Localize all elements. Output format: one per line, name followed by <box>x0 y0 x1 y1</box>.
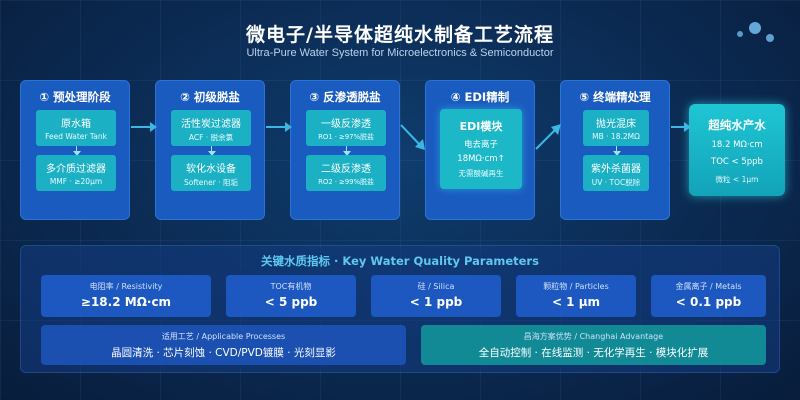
metric-label: TOC有机物 <box>270 282 312 291</box>
quality-parameters-panel: 关键水质指标 · Key Water Quality Parameters 电阻… <box>20 245 780 373</box>
info-value: 全自动控制 · 在线监测 · 无化学再生 · 模块化扩展 <box>478 347 709 359</box>
process-box-mixed-bed: 抛光混床 MB · 18.2MΩ <box>583 110 649 146</box>
stage-title: ④ EDI精制 <box>450 90 510 104</box>
box-label: 紫外杀菌器 <box>591 164 641 175</box>
process-box-mmf: 多介质过滤器 MMF · ≥20μm <box>36 155 116 191</box>
connector-line <box>211 146 212 154</box>
advantage-box: 昌海方案优势 / Changhai Advantage 全自动控制 · 在线监测… <box>421 325 766 365</box>
metric-value: < 1 ppb <box>409 295 463 309</box>
box-label: 二级反渗透 <box>321 164 371 175</box>
metric-value: < 5 ppb <box>264 295 318 309</box>
box-sublabel: MB · 18.2MΩ <box>592 132 640 141</box>
arrow-right-icon <box>266 122 292 132</box>
arrow-right-icon <box>671 122 691 132</box>
stage-final-polishing: ⑤ 终端精处理 抛光混床 MB · 18.2MΩ 紫外杀菌器 UV · TOC脱… <box>560 80 670 220</box>
arrow-down-icon <box>208 151 216 156</box>
box-sublabel: ACF · 脱余氯 <box>188 133 234 142</box>
metric-label: 硅 / Silica <box>417 282 455 291</box>
info-value: 晶圆清洗 · 芯片刻蚀 · CVD/PVD镀膜 · 光刻显影 <box>111 347 336 359</box>
page-subtitle: Ultra-Pure Water System for Microelectro… <box>246 47 554 59</box>
box-line: 微粒 < 1μm <box>715 175 759 184</box>
box-sublabel: RO1 · ≥97%脱盐 <box>318 133 374 141</box>
info-label: 昌海方案优势 / Changhai Advantage <box>523 332 664 341</box>
stage-title: ③ 反渗透脱盐 <box>309 90 381 104</box>
arrow-down-icon <box>613 151 621 156</box>
box-label: 活性炭过滤器 <box>181 119 241 130</box>
dot-icon <box>737 31 743 37</box>
metric-label: 电阻率 / Resistivity <box>89 282 163 291</box>
box-line: TOC < 5ppb <box>711 157 763 167</box>
box-label: 一级反渗透 <box>321 119 371 130</box>
process-box-softener: 软化水设备 Softener · 阻垢 <box>171 155 251 191</box>
arrow-down-icon <box>343 151 351 156</box>
box-sublabel: Softener · 阻垢 <box>183 178 239 187</box>
box-label: 多介质过滤器 <box>46 164 106 175</box>
dot-icon <box>766 34 774 42</box>
panel-title: 关键水质指标 · Key Water Quality Parameters <box>261 254 539 268</box>
box-line: 电去离子 <box>463 140 498 150</box>
box-label: 超纯水产水 <box>708 118 766 132</box>
box-line: 18MΩ·cm↑ <box>457 154 505 164</box>
arrow-right-icon <box>131 122 157 132</box>
stage-title: ⑤ 终端精处理 <box>579 90 651 104</box>
box-sublabel: Feed Water Tank <box>45 132 107 141</box>
box-sublabel: UV · TOC脱除 <box>591 178 641 187</box>
stage-edi: ④ EDI精制 EDI模块 电去离子 18MΩ·cm↑ 无需酸碱再生 <box>425 80 535 220</box>
arrow-diagonal-up-icon <box>535 124 561 150</box>
metric-silica: 硅 / Silica < 1 ppb <box>371 275 501 317</box>
stage-title: ② 初级脱盐 <box>180 90 240 104</box>
metric-label: 金属离子 / Metals <box>675 282 742 291</box>
connector-line <box>76 146 77 154</box>
box-label: 软化水设备 <box>186 164 236 175</box>
process-box-uv: 紫外杀菌器 UV · TOC脱除 <box>583 155 649 191</box>
box-line: 无需酸碱再生 <box>458 169 504 178</box>
box-sublabel: RO2 · ≥99%脱盐 <box>318 178 374 186</box>
arrow-down-icon <box>73 151 81 156</box>
box-line: 18.2 MΩ·cm <box>711 140 763 150</box>
connector-line <box>346 146 347 154</box>
metric-label: 颗粒物 / Particles <box>543 282 609 291</box>
product-water-box: 超纯水产水 18.2 MΩ·cm TOC < 5ppb 微粒 < 1μm <box>689 104 785 196</box>
box-label: EDI模块 <box>459 120 503 133</box>
process-box-edi: EDI模块 电去离子 18MΩ·cm↑ 无需酸碱再生 <box>440 109 522 189</box>
info-label: 适用工艺 / Applicable Processes <box>161 332 286 341</box>
stage-title: ① 预处理阶段 <box>39 90 111 104</box>
process-box-ro2: 二级反渗透 RO2 · ≥99%脱盐 <box>306 155 386 191</box>
stage-reverse-osmosis: ③ 反渗透脱盐 一级反渗透 RO1 · ≥97%脱盐 二级反渗透 RO2 · ≥… <box>290 80 400 220</box>
process-box-acf: 活性炭过滤器 ACF · 脱余氯 <box>171 110 251 146</box>
page-title: 微电子/半导体超纯水制备工艺流程 <box>246 24 554 46</box>
box-sublabel: MMF · ≥20μm <box>49 177 103 186</box>
metric-value: < 1 μm <box>551 295 601 309</box>
metric-resistivity: 电阻率 / Resistivity ≥18.2 MΩ·cm <box>41 275 211 317</box>
applicable-processes-box: 适用工艺 / Applicable Processes 晶圆清洗 · 芯片刻蚀 … <box>41 325 406 365</box>
metric-particles: 颗粒物 / Particles < 1 μm <box>516 275 636 317</box>
metric-value: ≥18.2 MΩ·cm <box>80 295 172 309</box>
metric-value: < 0.1 ppb <box>675 295 742 309</box>
stage-pretreatment: ① 预处理阶段 原水箱 Feed Water Tank 多介质过滤器 MMF ·… <box>20 80 130 220</box>
arrow-diagonal-down-icon <box>400 124 425 150</box>
dot-icon <box>749 22 761 34</box>
box-label: 原水箱 <box>61 119 91 130</box>
process-box-feed-tank: 原水箱 Feed Water Tank <box>36 110 116 146</box>
decorative-dots <box>730 18 790 48</box>
process-box-ro1: 一级反渗透 RO1 · ≥97%脱盐 <box>306 110 386 146</box>
metric-metals: 金属离子 / Metals < 0.1 ppb <box>651 275 766 317</box>
connector-line <box>616 146 617 154</box>
stage-primary-desalination: ② 初级脱盐 活性炭过滤器 ACF · 脱余氯 软化水设备 Softener ·… <box>155 80 265 220</box>
metric-toc: TOC有机物 < 5 ppb <box>226 275 356 317</box>
box-label: 抛光混床 <box>596 119 636 130</box>
